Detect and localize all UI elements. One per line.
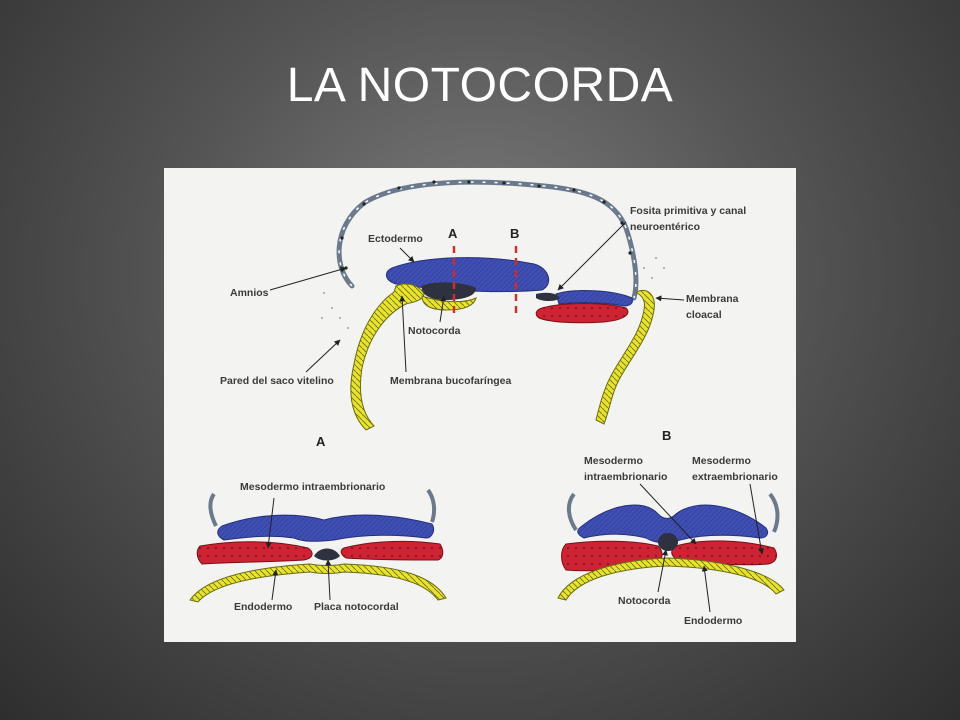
label-b-extra-2: extraembrionario bbox=[692, 471, 778, 483]
label-cloacal-1: Membrana bbox=[686, 293, 739, 305]
label-ectoderm: Ectodermo bbox=[368, 233, 423, 245]
label-yolk-sac-wall: Pared del saco vitelino bbox=[220, 375, 334, 387]
posterior-ectoderm bbox=[555, 290, 633, 307]
section-a-mesoderm-right bbox=[340, 540, 444, 561]
label-primitive-pit-2: neuroentérico bbox=[630, 221, 700, 233]
marker-b: B bbox=[510, 226, 519, 241]
marker-a: A bbox=[448, 226, 458, 241]
section-a-letter: A bbox=[316, 434, 326, 449]
posterior-mesoderm bbox=[535, 303, 629, 324]
yolk-sac-wall-left bbox=[350, 283, 425, 431]
section-a-ectoderm bbox=[217, 514, 435, 542]
label-primitive-pit-1: Fosita primitiva y canal bbox=[630, 205, 746, 217]
section-b-letter: B bbox=[662, 428, 671, 443]
section-a-mesoderm-left bbox=[196, 541, 313, 565]
label-cloacal-2: cloacal bbox=[686, 309, 722, 321]
label-amnion: Amnios bbox=[230, 287, 269, 299]
section-b-endoderm bbox=[557, 557, 785, 601]
label-b-intra-2: intraembrionario bbox=[584, 471, 667, 483]
section-b: B Mesodermo intraembrionario Mesodermo e… bbox=[557, 428, 785, 627]
label-a-intraembryonic: Mesodermo intraembrionario bbox=[240, 481, 385, 493]
section-a: A Mesodermo intraembrionario Endodermo P… bbox=[189, 434, 447, 613]
top-section: A B Ectodermo Fosita primitiva y canal n… bbox=[220, 179, 746, 431]
section-b-ectoderm bbox=[577, 504, 769, 544]
label-a-notochordal-plate: Placa notocordal bbox=[314, 601, 399, 613]
section-a-notochordal-plate bbox=[314, 548, 340, 561]
notochord-top bbox=[421, 282, 476, 300]
endoderm-under-notochord bbox=[421, 295, 477, 311]
section-a-endoderm bbox=[189, 563, 447, 603]
yolk-sac-wall-right bbox=[595, 290, 655, 425]
slide-title: LA NOTOCORDA bbox=[286, 59, 674, 112]
label-buccopharyngeal: Membrana bucofaríngea bbox=[390, 375, 512, 387]
label-notochord: Notocorda bbox=[408, 325, 461, 337]
label-b-intra-1: Mesodermo bbox=[584, 455, 643, 467]
notochord-diagram: A B Ectodermo Fosita primitiva y canal n… bbox=[164, 168, 796, 642]
label-a-endoderm: Endodermo bbox=[234, 601, 292, 613]
label-b-notochord: Notocorda bbox=[618, 595, 671, 607]
label-b-extra-1: Mesodermo bbox=[692, 455, 751, 467]
section-b-notochord bbox=[658, 533, 678, 551]
ectoderm-layer bbox=[386, 257, 550, 293]
label-b-endoderm: Endodermo bbox=[684, 615, 742, 627]
section-b-mesoderm-right bbox=[671, 540, 777, 566]
